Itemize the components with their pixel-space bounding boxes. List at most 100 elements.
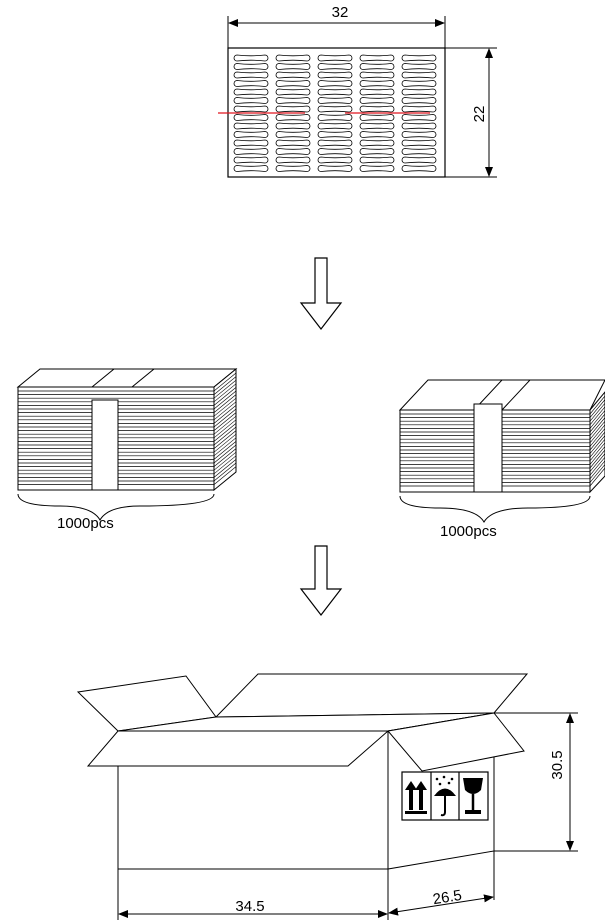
tray-cell [401,139,437,147]
sheet-edge-line [213,430,237,449]
tray-cell [401,54,437,62]
tray-cell [275,165,311,172]
sheet-edge-line [589,435,605,454]
sheet-edge-line [589,449,605,469]
tray-drawing: 32 22 [218,4,497,178]
stack-left-side-lines [213,372,237,485]
tray-cell [233,122,269,130]
tray-cell [275,80,311,87]
tray-cell [317,88,353,96]
carton-height-label: 30.5 [549,750,566,779]
tray-cell [359,105,395,113]
tray-cell [317,131,353,138]
tray-cell [401,165,437,172]
down-arrow-1 [299,257,343,330]
sheet-edge-line [213,448,237,467]
tray-cell [233,105,269,113]
sheet-edge-line [589,395,605,415]
sheet-edge-line [213,462,237,482]
carton-back-flap [214,673,529,718]
sheet-edge-line [589,403,605,422]
sheet-edge-line [589,413,605,433]
tray-height-label: 22 [471,106,488,123]
handling-icons [401,771,489,821]
tray-cell-grid [233,54,437,172]
fragile-icon [463,778,483,814]
sheet-edge-line [589,424,605,443]
tray-cell [275,63,311,70]
tray-cell [233,156,269,164]
tray-cell [401,80,437,87]
sheet-edge-line [213,379,237,399]
tray-cell [233,63,269,70]
carton-depth-dimension-line [388,894,494,916]
tray-cell [233,114,269,121]
tray-cell [275,105,311,113]
tray-cell [233,148,269,155]
sheet-edge-line [589,421,605,440]
sheet-edge-line [213,444,237,464]
sheet-edge-line [589,439,605,458]
sheet-edge-line [213,408,237,428]
carton-depth-label: 26.5 [432,887,464,908]
tray-cell [233,71,269,79]
sheet-edge-line [589,464,605,483]
stack-right: 1000pcs [398,379,605,540]
sheet-edge-line [213,466,237,485]
tray-cell [401,71,437,79]
sheet-edge-line [213,415,237,435]
stack-right-count-label: 1000pcs [440,523,497,540]
tray-cell [317,139,353,147]
sheet-edge-line [213,426,237,446]
tray-cell [275,54,311,62]
tray-cell [317,80,353,87]
stack-left-count-label: 1000pcs [57,515,114,532]
tray-cell [275,71,311,79]
tray-cell [317,54,353,62]
stack-right-brace [399,495,591,524]
sheet-edge-line [589,446,605,465]
stack-left-brace [17,493,215,522]
tray-width-label: 32 [332,4,349,21]
tray-cell [317,148,353,155]
sheet-edge-line [589,460,605,479]
sheet-edge-line [213,390,237,410]
carton-length-label: 34.5 [235,898,264,915]
tray-cell [275,148,311,155]
tray-cell [401,156,437,164]
sheet-edge-line [213,459,237,478]
sheet-edge-line [213,441,237,460]
tray-cell [317,105,353,113]
tray-cell [359,54,395,62]
sheet-edge-line [589,428,605,447]
sheet-edge-line [589,417,605,436]
tray-cell [317,122,353,130]
stack-right-side-lines [589,395,605,487]
stack-right-band [473,403,503,493]
tray-cell [275,88,311,96]
down-arrow-2 [299,545,343,616]
tray-cell [359,122,395,130]
carton-front-flap [86,730,390,767]
sheet-edge-line [213,397,237,417]
sheet-edge-line [213,455,237,475]
tray-cell [275,139,311,147]
tray-cell [317,114,353,121]
tray-cell [401,148,437,155]
sheet-edge-line [213,419,237,439]
tray-cell [401,114,437,121]
tray-cell [359,131,395,138]
stack-left-band [91,399,119,491]
tray-cell [275,156,311,164]
tray-cell [317,156,353,164]
this-way-up-icon [405,781,427,814]
tray-cell [359,165,395,172]
tray-cell [275,122,311,130]
tray-cell [233,131,269,138]
tray-cell [233,88,269,96]
tray-cell [359,156,395,164]
tray-cell [401,105,437,113]
sheet-edge-line [589,406,605,425]
sheet-edge-line [213,405,237,424]
